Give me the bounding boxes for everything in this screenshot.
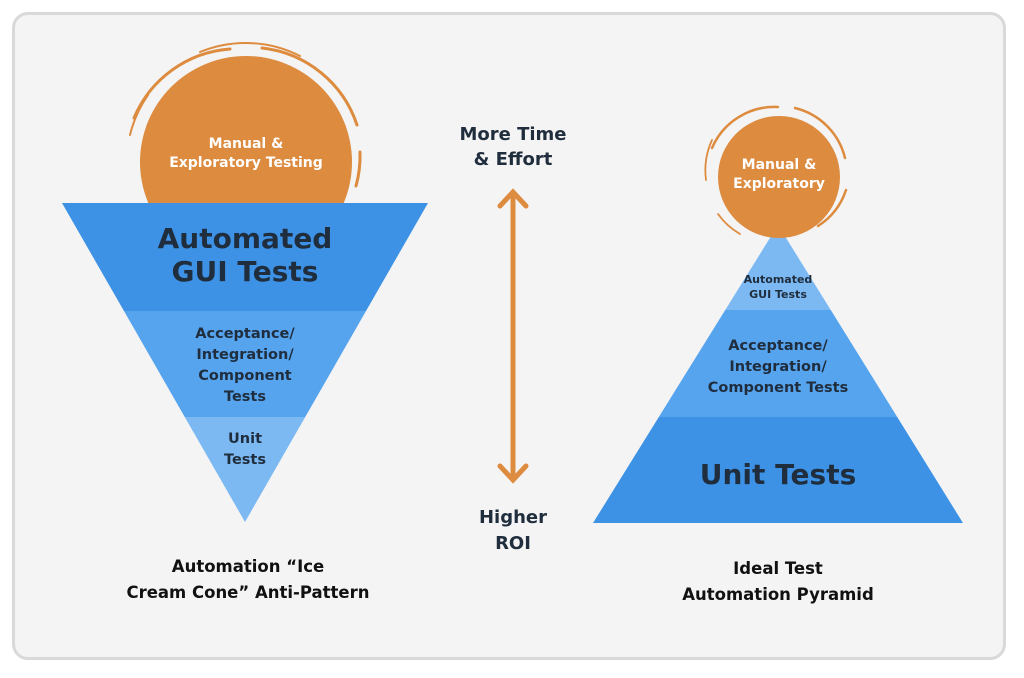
scoop-label-line1: Manual & (209, 136, 284, 152)
cone-middle-label-line2: Integration/ (196, 347, 294, 363)
cone-top-label-line2: GUI Tests (172, 255, 319, 288)
cone-caption-line2: Cream Cone” Anti-Pattern (126, 583, 369, 602)
pyramid-middle-label-line1: Acceptance/ (728, 338, 828, 354)
effort-roi-axis: More Time & Effort Higher ROI (459, 124, 566, 554)
pyramid-caption-line1: Ideal Test (733, 559, 823, 578)
axis-top-label-line2: & Effort (474, 149, 553, 170)
pyramid-caption-line2: Automation Pyramid (682, 585, 874, 604)
axis-top-label-line1: More Time (459, 124, 566, 145)
pyramid-middle-label-line2: Integration/ (729, 359, 827, 375)
axis-bottom-label-line2: ROI (495, 533, 531, 554)
cone-middle-label-line1: Acceptance/ (195, 326, 295, 342)
test-pyramid: Manual & Exploratory Automated GUI Tests… (593, 105, 963, 604)
cone-middle-label-line4: Tests (224, 389, 266, 405)
pyramid-circle-label-line1: Manual & (742, 157, 817, 173)
double-headed-arrow-icon (497, 188, 529, 484)
scoop-label-line2: Exploratory Testing (169, 155, 323, 171)
cone-caption-line1: Automation “Ice (172, 557, 324, 576)
pyramid-circle-ring-arcs (704, 105, 848, 235)
pyramid-bottom-label: Unit Tests (700, 458, 857, 491)
cone-top-layer (62, 203, 428, 311)
pyramid-top-label-line1: Automated (744, 273, 813, 286)
axis-bottom-label-line1: Higher (479, 507, 547, 528)
pyramid-top-circle (718, 116, 840, 238)
pyramid-circle-label-line2: Exploratory (733, 176, 825, 192)
pyramid-middle-label-line3: Component Tests (708, 380, 849, 396)
ice-cream-cone: Manual & Exploratory Testing Automated G… (62, 42, 428, 602)
cone-top-label-line1: Automated (158, 222, 333, 255)
pyramid-top-label-line2: GUI Tests (749, 288, 807, 301)
cone-bottom-label-line1: Unit (228, 431, 262, 447)
pyramid-bottom-layer (593, 417, 963, 523)
cone-bottom-label-line2: Tests (224, 452, 266, 468)
scoop-ring-arcs (129, 42, 362, 188)
cone-middle-label-line3: Component (198, 368, 292, 384)
